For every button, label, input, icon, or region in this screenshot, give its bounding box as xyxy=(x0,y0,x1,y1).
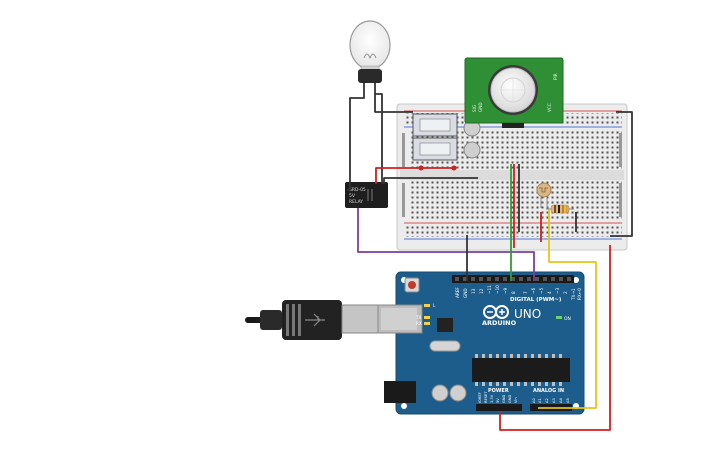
analog-pin-a4: A4 xyxy=(559,398,563,403)
led-l xyxy=(424,304,430,307)
pir-label-a: SIG xyxy=(472,105,477,112)
pin-label-3: ~3 xyxy=(555,287,560,294)
analog-label: ANALOG IN xyxy=(533,388,564,394)
light-bulb[interactable] xyxy=(349,20,391,83)
wire-relay-red[interactable] xyxy=(375,167,456,184)
breadboard-bottom-rail xyxy=(404,225,622,237)
digital-label: DIGITAL (PWM~) xyxy=(510,297,562,303)
relay-label-a: SRD-05 xyxy=(349,187,366,193)
wire-rail-right[interactable] xyxy=(610,111,633,237)
resistor[interactable] xyxy=(546,204,574,214)
analog-pin-a3: A3 xyxy=(552,398,556,403)
power-pin-gnd-a: GND xyxy=(502,395,506,403)
analog-pin-a1: A1 xyxy=(538,398,542,403)
pir-sensor[interactable]: SIG GND VCC PIR xyxy=(464,57,564,128)
pir-label-b: GND xyxy=(478,102,483,112)
wire-bulb-to-relay-a[interactable] xyxy=(347,83,365,191)
bulb-socket xyxy=(358,69,382,83)
wire-relay-purple[interactable] xyxy=(357,208,535,281)
power-pin-5v: 5V xyxy=(496,398,500,403)
pin-label-11: ~11 xyxy=(487,285,492,294)
analog-pin-a2: A2 xyxy=(545,398,549,403)
pin-label-gnd: GND xyxy=(463,288,468,298)
pin-label-8: 8 xyxy=(511,291,516,294)
led-tx xyxy=(424,316,430,319)
pin-label-4: 4 xyxy=(547,291,552,294)
power-pin-reset: RESET xyxy=(484,391,488,403)
analog-pin-a5: A5 xyxy=(566,398,570,403)
wire-bulb-to-relay-b[interactable] xyxy=(374,83,383,184)
power-jack xyxy=(384,381,416,403)
led-rx-label: RX xyxy=(416,321,422,326)
pin-label-12: 12 xyxy=(479,288,484,294)
atmega-chip xyxy=(472,358,570,382)
round-component-bottom[interactable] xyxy=(463,141,481,159)
breadboard-lower-terminals xyxy=(410,181,622,219)
analog-pin-a0: A0 xyxy=(532,398,536,403)
on-led xyxy=(556,316,562,319)
pin-label-9: ~9 xyxy=(503,287,508,294)
relay-label-b: 5V xyxy=(349,193,356,199)
pin-label-0: RX←0 xyxy=(577,288,582,300)
wire-5v-red[interactable] xyxy=(499,245,611,431)
wire-ldr-yellow[interactable] xyxy=(538,210,597,409)
pin-label-7: 7 xyxy=(523,291,528,294)
model-text: UNO xyxy=(514,307,541,321)
power-header xyxy=(476,404,522,411)
arduino-logo-icon xyxy=(483,305,509,319)
usb-cable[interactable] xyxy=(245,300,379,340)
power-pin-gnd-b: GND xyxy=(508,395,512,403)
power-label: POWER xyxy=(488,388,509,394)
wires xyxy=(347,83,633,431)
led-rx xyxy=(424,322,430,325)
photoresistor[interactable] xyxy=(536,182,552,198)
relay-module[interactable]: SRD-05 5V RELAY xyxy=(345,182,388,208)
pin-label-13: 13 xyxy=(471,288,476,294)
pin-label-5: ~5 xyxy=(539,287,544,294)
power-pin-vin: Vin xyxy=(514,397,518,403)
relay-label-c: RELAY xyxy=(349,199,363,205)
usb-symbol-icon xyxy=(305,313,325,327)
breadboard-components xyxy=(412,113,574,214)
pin-label-6: ~6 xyxy=(531,287,536,294)
on-label: ON xyxy=(564,316,571,322)
power-pin-ioref: IOREF xyxy=(478,392,482,403)
wire-bulb-to-board[interactable] xyxy=(374,94,413,113)
led-l-label: L xyxy=(433,303,436,308)
wire-relay-black[interactable] xyxy=(383,177,478,184)
pin-label-1: TX→1 xyxy=(571,288,576,301)
brand-text: ARDUINO xyxy=(482,319,517,327)
pin-label-10: ~10 xyxy=(495,285,500,294)
breadboard-center-channel xyxy=(400,170,624,180)
power-pin-3v3: 3.3V xyxy=(490,394,494,403)
pin-label-2: 2 xyxy=(563,291,568,294)
pir-label-c: VCC xyxy=(547,103,552,112)
arduino-uno-board[interactable]: AREF GND 13 12 ~11 ~10 ~9 8 7 ~6 ~5 4 ~3… xyxy=(377,271,585,415)
led-tx-label: TX xyxy=(415,315,422,320)
pin-label-aref: AREF xyxy=(455,287,460,298)
pir-label-d: PIR xyxy=(553,73,558,80)
